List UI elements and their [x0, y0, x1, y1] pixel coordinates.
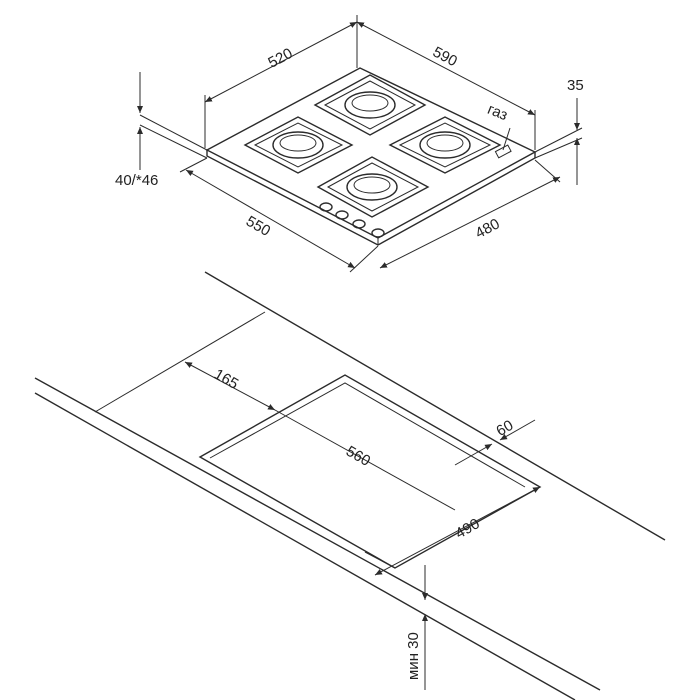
countertop-front-bottom-edge	[34, 392, 576, 700]
dim-550: 550	[243, 213, 273, 240]
countertop-back-edge	[204, 271, 666, 541]
dim-560: 560	[343, 443, 373, 470]
gas-label: газ	[485, 101, 510, 124]
dim-60: 60	[493, 417, 516, 440]
dim-40-46: 40/*46	[115, 172, 158, 189]
dim-590: 590	[430, 43, 460, 70]
burner-front	[316, 156, 430, 218]
dim-35: 35	[567, 77, 584, 94]
countertop-front-edge	[34, 377, 601, 691]
dim-490: 490	[453, 515, 483, 542]
burner-right	[388, 116, 502, 174]
burner-left	[243, 116, 354, 174]
countertop-dimensions: 165 560 60 490 мин 30	[184, 361, 541, 690]
dim-165: 165	[211, 366, 241, 393]
gas-inlet	[494, 144, 512, 159]
countertop	[34, 271, 666, 700]
dim-min-30: мин 30	[405, 632, 422, 680]
cutout	[198, 374, 542, 569]
